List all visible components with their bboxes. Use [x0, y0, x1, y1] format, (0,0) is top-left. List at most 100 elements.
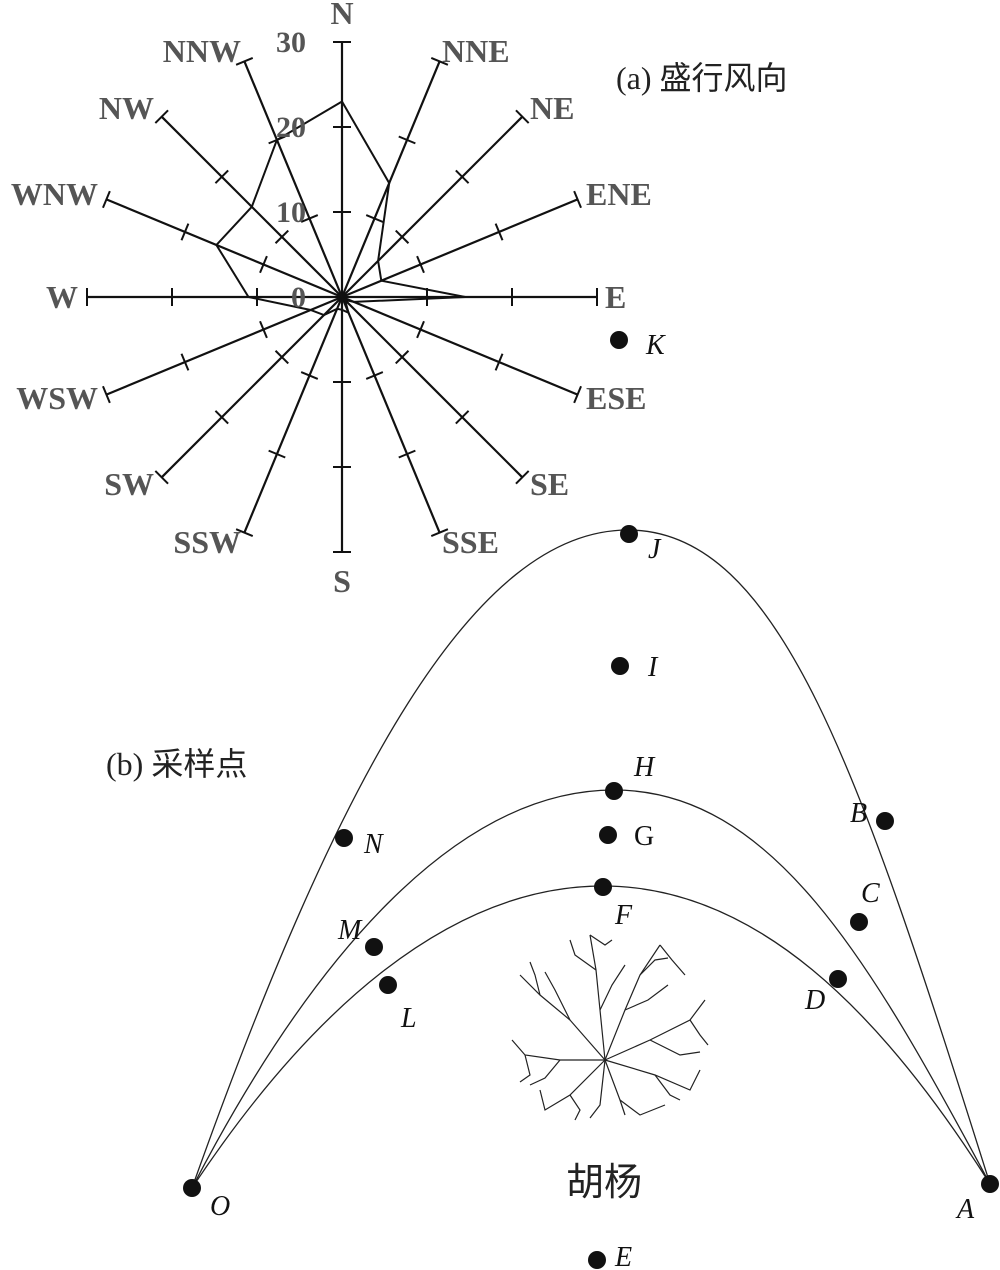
inner-arc [191, 885, 991, 1189]
point-k-label: K [645, 330, 666, 361]
point-a-marker [981, 1175, 999, 1193]
dir-label-n: N [330, 0, 353, 31]
dir-label-nw: NW [99, 90, 154, 126]
tick-ese-30 [573, 385, 582, 404]
dir-label-s: S [333, 563, 351, 599]
point-b-marker [876, 812, 894, 830]
wind-frequency-polygon [215, 100, 466, 317]
wind-rose: N NNE NE ENE E ESE SE SSE S SSW SW WSW W… [11, 0, 788, 599]
point-c-label: C [861, 878, 880, 909]
point-n-marker [335, 829, 353, 847]
point-l-label: L [400, 1003, 417, 1034]
point-f-marker [594, 878, 612, 896]
point-d-label: D [804, 985, 825, 1016]
tick-ene-10 [416, 255, 425, 274]
point-o-marker [183, 1179, 201, 1197]
spoke-ese [341, 295, 579, 396]
tick-se-20 [455, 410, 470, 425]
point-b-label: B [850, 798, 867, 829]
point-h-marker [605, 782, 623, 800]
dir-label-ssw: SSW [173, 524, 241, 560]
point-i-label: I [647, 652, 659, 683]
tick-sse-20 [398, 449, 416, 459]
tick-nne-30 [430, 57, 449, 66]
dir-label-wsw: WSW [16, 380, 98, 416]
point-m-label: M [337, 915, 363, 946]
spoke-wsw [105, 295, 343, 396]
radial-tick-30: 30 [276, 26, 306, 59]
sampling-diagram: 胡杨 (b) 采样点 K J I H G F N M L B C D O A E [106, 330, 999, 1270]
tick-ene-30 [573, 190, 582, 209]
tick-nne-10 [365, 214, 384, 223]
tick-nw-30 [154, 109, 169, 124]
tick-wsw-20 [180, 353, 190, 371]
dir-label-ene: ENE [586, 176, 652, 212]
point-c-marker [850, 913, 868, 931]
point-h-label: H [633, 752, 656, 783]
tick-ne-10 [395, 229, 410, 244]
tick-sse-30 [430, 528, 449, 537]
dir-label-nnw: NNW [163, 33, 241, 69]
tick-se-30 [515, 470, 530, 485]
tick-ssw-20 [268, 449, 286, 459]
tick-ese-20 [494, 353, 504, 371]
dir-label-ese: ESE [586, 380, 646, 416]
tick-se-10 [395, 350, 410, 365]
tick-ssw-10 [300, 371, 319, 380]
point-g-marker [599, 826, 617, 844]
spoke-ssw [243, 296, 344, 534]
dir-label-se: SE [530, 466, 569, 502]
spoke-ne [341, 115, 524, 298]
point-j-label: J [648, 534, 662, 565]
point-o-label: O [210, 1191, 230, 1222]
dir-label-e: E [605, 279, 626, 315]
spoke-sw [160, 296, 343, 479]
poplar-tree-drawing [511, 934, 709, 1121]
middle-arc [191, 789, 991, 1189]
spoke-nnw [243, 60, 344, 298]
spoke-sse [340, 296, 441, 534]
sampling-caption: (b) 采样点 [106, 746, 247, 782]
point-m-marker [365, 938, 383, 956]
point-f-label: F [614, 900, 633, 931]
tree-label: 胡杨 [566, 1160, 642, 1204]
dir-label-wnw: WNW [11, 176, 98, 212]
wind-rose-tick-marks [86, 41, 598, 553]
dir-label-sw: SW [104, 466, 154, 502]
tick-nnw-30 [235, 57, 254, 66]
tick-ne-30 [515, 109, 530, 124]
point-n-label: N [363, 829, 384, 860]
tick-wnw-30 [102, 190, 111, 209]
radial-tick-20: 20 [276, 111, 306, 144]
tick-sse-10 [365, 371, 384, 380]
point-d-marker [829, 970, 847, 988]
tick-sw-20 [214, 410, 229, 425]
tick-nnw-10 [300, 214, 319, 223]
tick-wnw-10 [259, 255, 268, 274]
tick-ssw-30 [235, 528, 254, 537]
spoke-nne [340, 60, 441, 298]
tick-nw-10 [274, 229, 289, 244]
dir-label-ne: NE [530, 90, 574, 126]
tick-sw-30 [154, 470, 169, 485]
tick-wsw-10 [259, 320, 268, 339]
tick-ne-20 [455, 169, 470, 184]
point-k-marker [610, 331, 628, 349]
tick-sw-10 [274, 350, 289, 365]
spoke-se [341, 296, 524, 479]
radial-tick-0: 0 [291, 281, 306, 314]
wind-rose-spokes [87, 42, 597, 552]
spoke-wnw [105, 198, 343, 299]
point-a-label: A [955, 1194, 975, 1225]
tick-nne-20 [398, 135, 416, 145]
tick-wsw-30 [102, 385, 111, 404]
tick-nw-20 [214, 169, 229, 184]
dir-label-w: W [46, 279, 78, 315]
point-g-label: G [634, 821, 654, 852]
tick-wnw-20 [180, 223, 190, 241]
tick-ese-10 [416, 320, 425, 339]
point-l-marker [379, 976, 397, 994]
tick-ene-20 [494, 223, 504, 241]
point-j-marker [620, 525, 638, 543]
